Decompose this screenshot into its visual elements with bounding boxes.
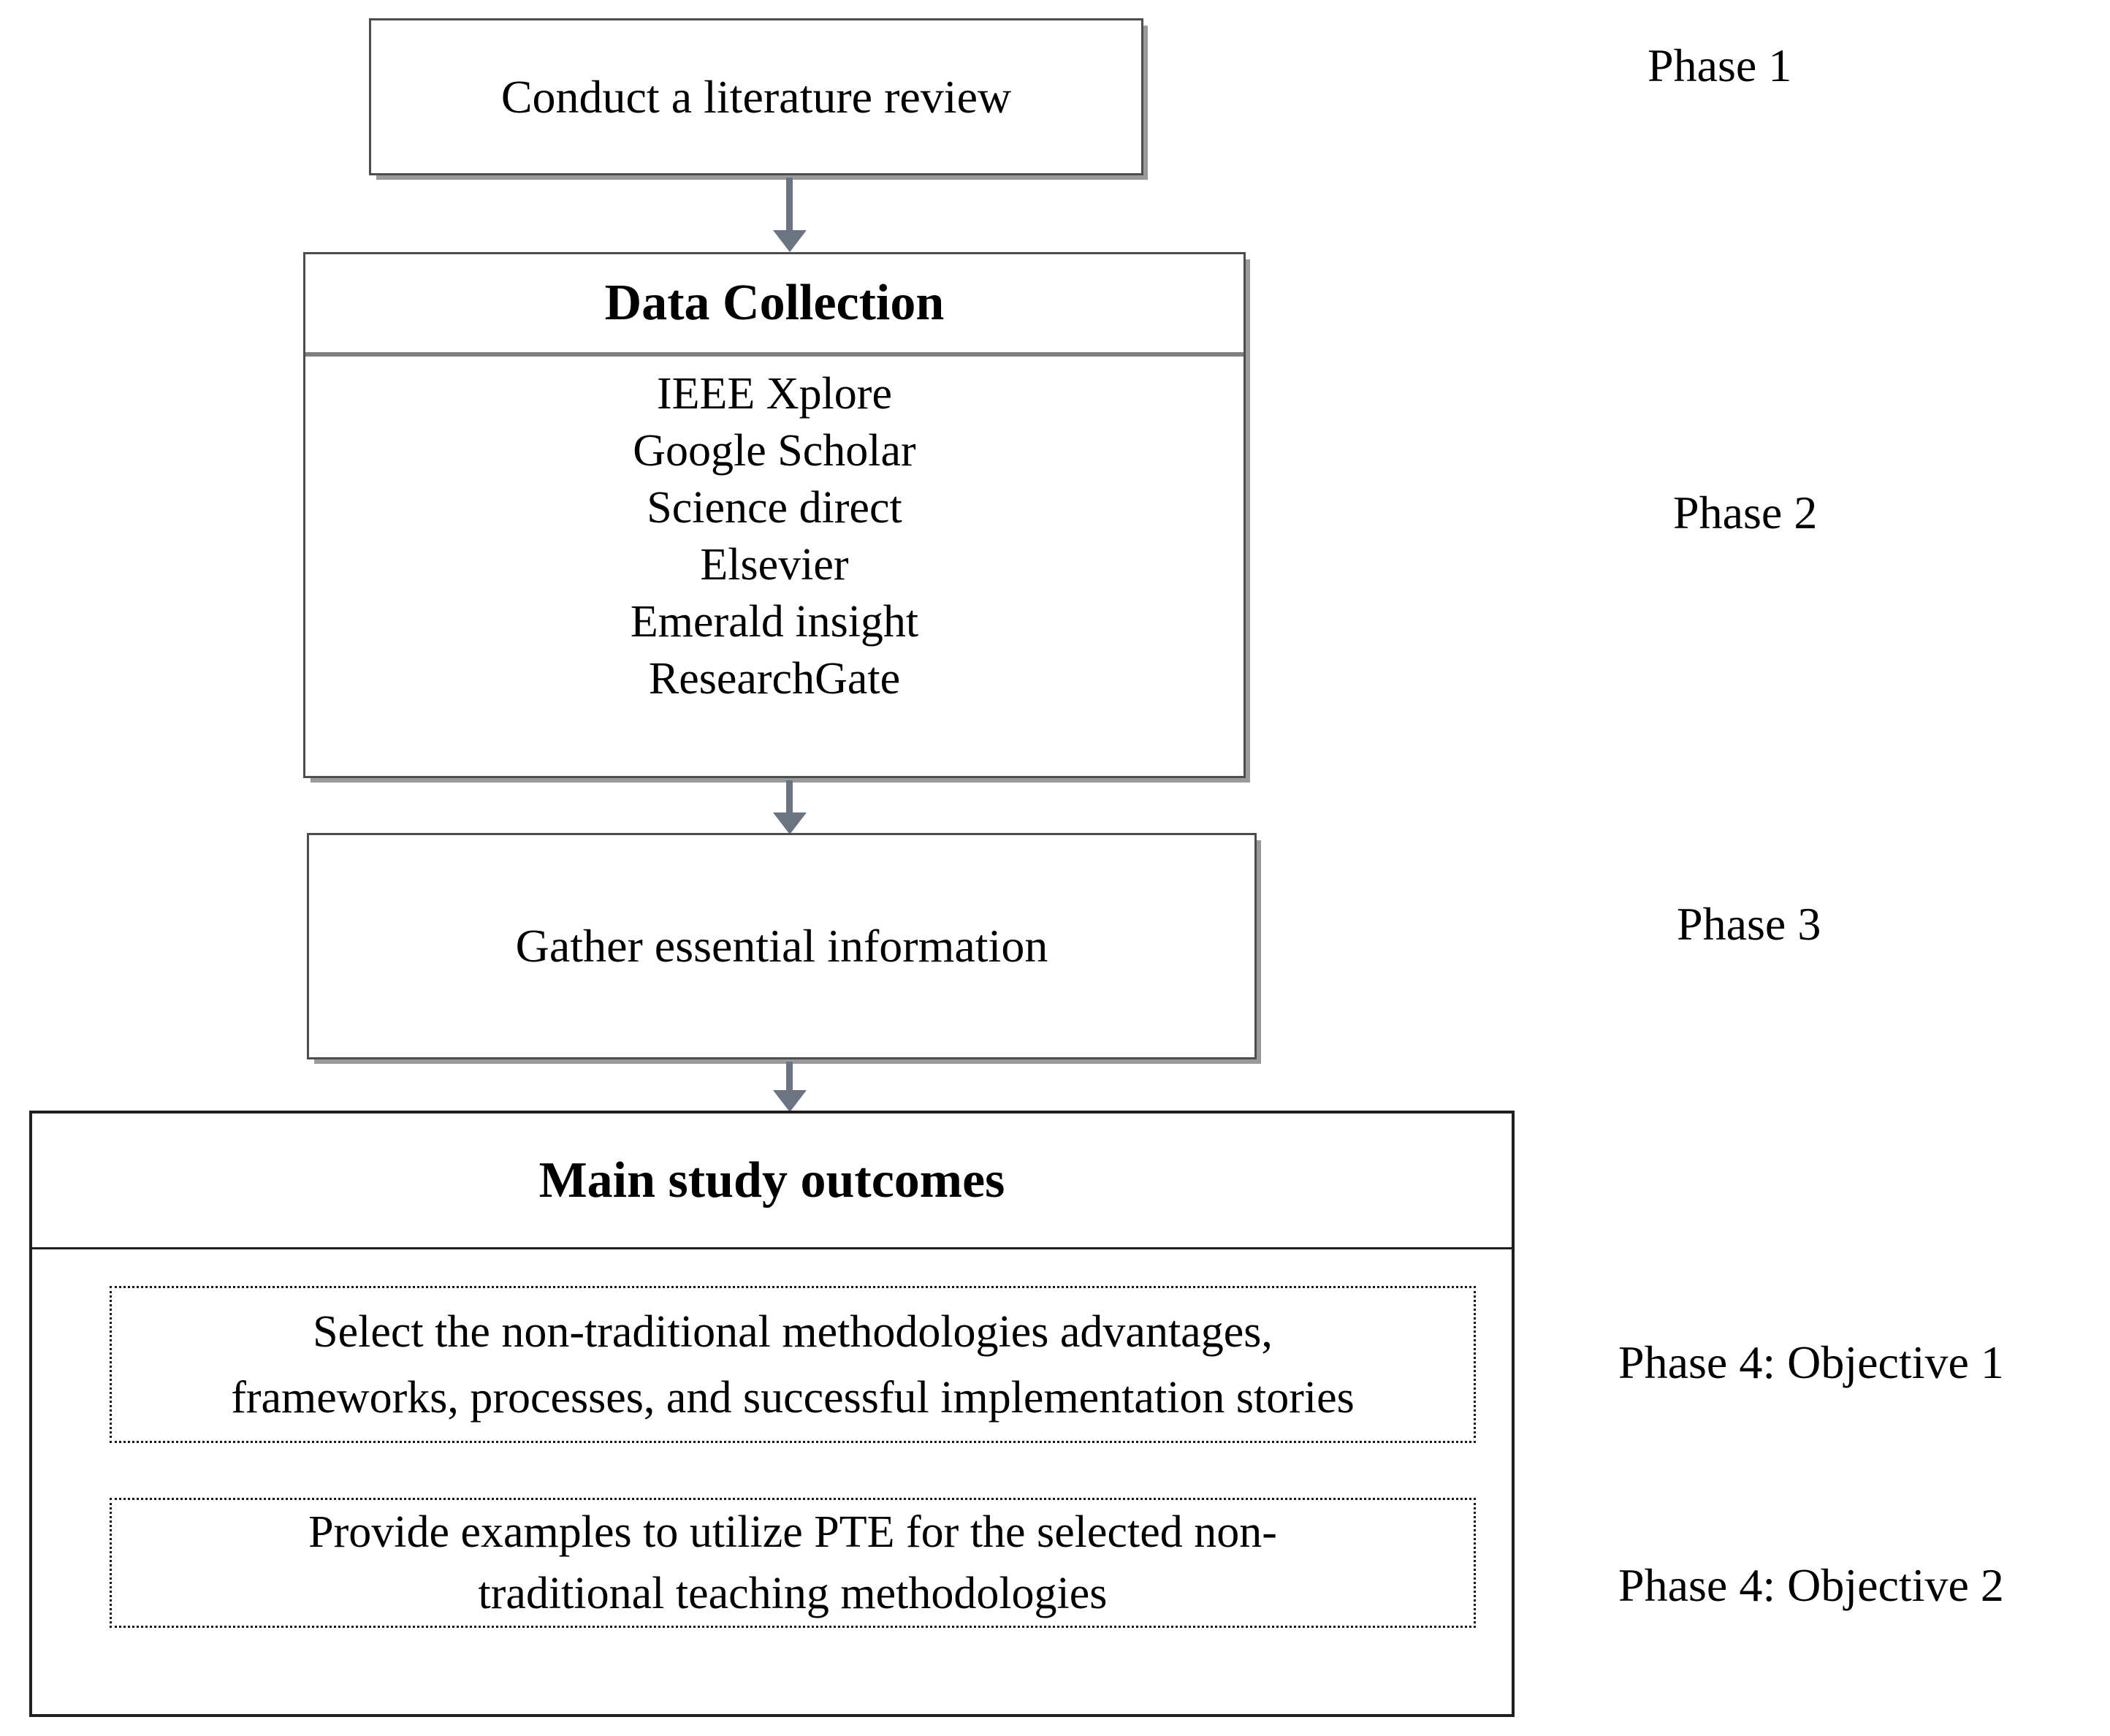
- gather-information-box: Gather essential information: [307, 833, 1257, 1059]
- phase-2-label: Phase 2: [1673, 487, 1818, 538]
- data-source-item: Elsevier: [700, 540, 849, 590]
- phase-3-label: Phase 3: [1677, 898, 1821, 950]
- objective-1-box: Select the non-traditional methodologies…: [110, 1286, 1476, 1443]
- down-arrow-3-stem: [786, 1062, 793, 1092]
- data-collection-box: Data Collection IEEE Xplore Google Schol…: [303, 252, 1246, 778]
- down-arrow-3-icon: [773, 1090, 807, 1112]
- data-source-item: Emerald insight: [630, 597, 919, 647]
- gather-information-label: Gather essential information: [515, 920, 1048, 972]
- literature-review-box: Conduct a literature review: [369, 18, 1143, 175]
- data-source-item: Google Scholar: [633, 426, 916, 476]
- objective-1-line: frameworks, processes, and successful im…: [231, 1372, 1355, 1423]
- down-arrow-1-icon: [773, 230, 807, 252]
- literature-review-label: Conduct a literature review: [500, 70, 1012, 123]
- phase-4-objective-2-label: Phase 4: Objective 2: [1618, 1559, 2004, 1611]
- down-arrow-2-icon: [773, 812, 807, 834]
- objective-2-box: Provide examples to utilize PTE for the …: [110, 1498, 1476, 1628]
- objective-1-line: Select the non-traditional methodologies…: [313, 1306, 1273, 1357]
- main-outcomes-title: Main study outcomes: [32, 1113, 1512, 1249]
- down-arrow-2-stem: [786, 780, 793, 814]
- data-collection-title: Data Collection: [305, 254, 1243, 357]
- phase-4-objective-1-label: Phase 4: Objective 1: [1618, 1336, 2004, 1388]
- down-arrow-1-stem: [786, 178, 793, 232]
- data-source-item: IEEE Xplore: [657, 369, 892, 419]
- objective-2-line: Provide examples to utilize PTE for the …: [308, 1507, 1277, 1557]
- data-source-item: Science direct: [647, 483, 902, 533]
- data-source-item: ResearchGate: [648, 654, 901, 704]
- data-source-list: IEEE Xplore Google Scholar Science direc…: [305, 357, 1243, 707]
- objective-2-line: traditional teaching methodologies: [478, 1569, 1108, 1618]
- phase-1-label: Phase 1: [1648, 39, 1792, 91]
